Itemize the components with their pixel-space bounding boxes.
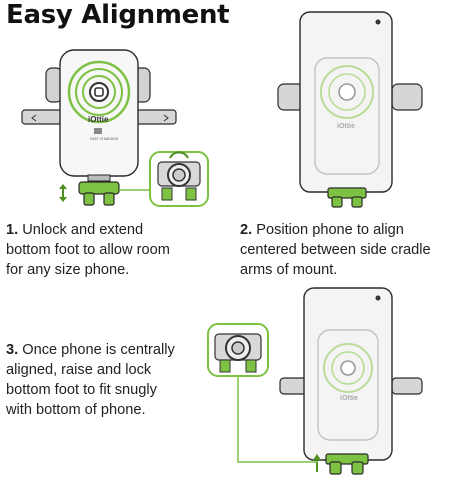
mount-illustration-step-1: iOttie FAST CHARGING <box>21 49 209 207</box>
step-1-line-2: bottom foot to allow room <box>6 242 170 258</box>
step-2-line-2: centered between side cradle <box>240 242 431 258</box>
step-3-line-3: bottom foot to fit snugly <box>6 382 157 398</box>
mount-charging-label: FAST CHARGING <box>90 137 119 141</box>
page-title: Easy Alignment <box>6 0 230 30</box>
svg-text:iOttie: iOttie <box>340 395 358 402</box>
svg-text:iOttie: iOttie <box>337 123 355 130</box>
step-1-number: 1. <box>6 222 19 238</box>
mount-illustration-step-3: iOttie <box>207 287 423 475</box>
step-2-number: 2. <box>240 222 253 238</box>
step-1-text: 1. Unlock and extend bottom foot to allo… <box>6 220 170 280</box>
mount-illustration-step-2: iOttie <box>277 11 423 208</box>
step-1-line-3: for any size phone. <box>6 262 130 278</box>
step-3-line-2: aligned, raise and lock <box>6 362 152 378</box>
step-1-line-1: Unlock and extend <box>22 222 144 238</box>
step-2-line-3: arms of mount. <box>240 262 338 278</box>
step-2-text: 2. Position phone to align centered betw… <box>240 220 431 280</box>
step-3-line-4: with bottom of phone. <box>6 402 146 418</box>
step-2-line-1: Position phone to align <box>256 222 404 238</box>
step-3-text: 3. Once phone is centrally aligned, rais… <box>6 340 175 420</box>
step-3-number: 3. <box>6 342 19 358</box>
step-3-line-1: Once phone is centrally <box>22 342 175 358</box>
mount-brand-logo: iOttie <box>88 115 109 124</box>
